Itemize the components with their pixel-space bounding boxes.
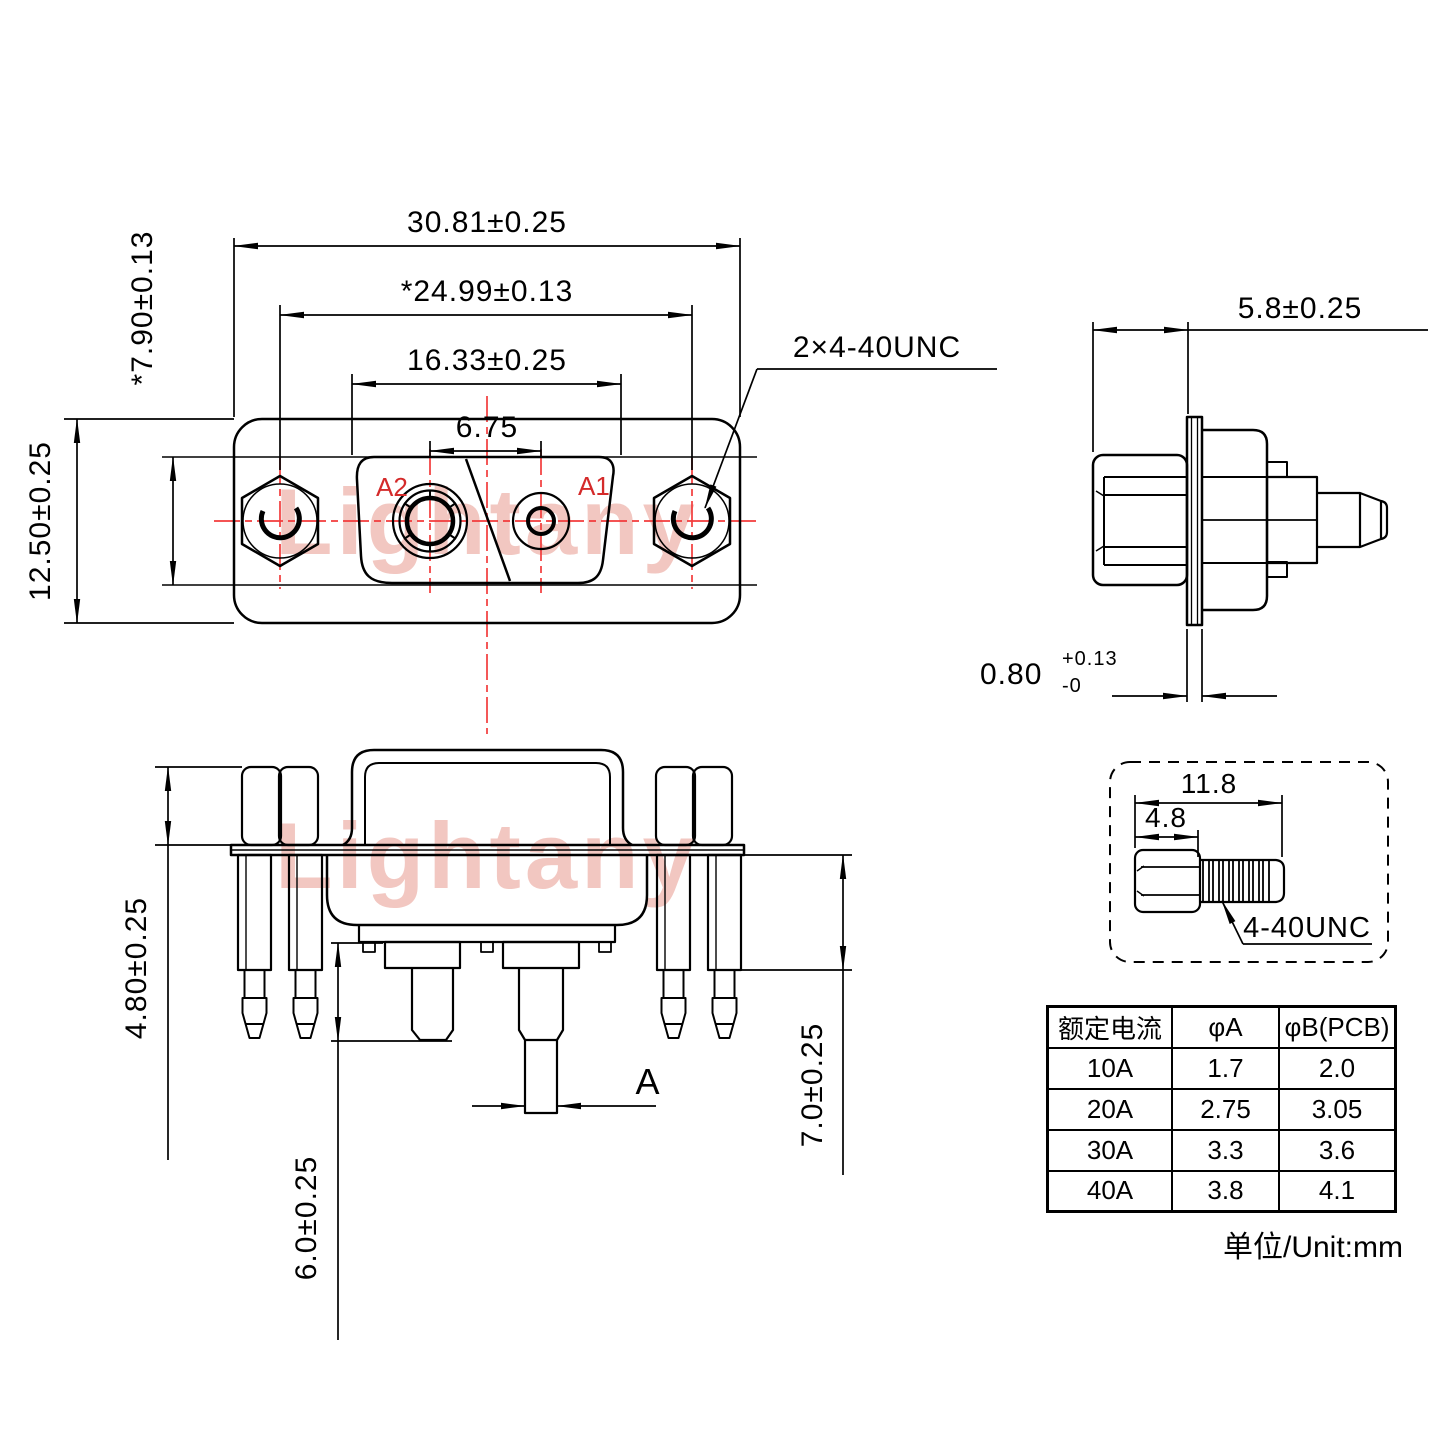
spec-row-20a: 20A 2.75 3.05 (1046, 1087, 1397, 1131)
screw-thread (1200, 858, 1286, 904)
side-hex-nut (1091, 453, 1189, 587)
dim-screw-length (741, 854, 852, 1175)
dim-text-pin-diameter: A (635, 1061, 660, 1102)
dim-opening-width (351, 374, 622, 455)
dim-text-standoff-height: 4.80±0.25 (120, 897, 153, 1039)
spec-table-header-row: 额定电流 φA φB(PCB) (1046, 1005, 1397, 1049)
screw-thread-leader (1221, 900, 1372, 945)
dim-text-pin-length: 6.0±0.25 (290, 1156, 323, 1281)
socket-a2 (391, 482, 469, 560)
screw-thread-label: 4-40UNC (1243, 912, 1371, 944)
side-body (1202, 428, 1319, 612)
dim-text-mounting-pitch: *24.99±0.13 (401, 275, 574, 308)
dim-pin-length (331, 942, 452, 1340)
dim-text-overall-width: 30.81±0.25 (407, 206, 567, 239)
dim-standoff-height (155, 766, 242, 1160)
side-contact-pin (1317, 491, 1389, 549)
thread-callout-text: 2×4-40UNC (793, 331, 961, 364)
screw-detail (1109, 761, 1389, 963)
side-view (1091, 322, 1428, 702)
contact-pin-a2 (410, 968, 455, 1042)
spec-header-dia-b: φB(PCB) (1278, 1005, 1397, 1049)
opening-divider (464, 458, 512, 582)
dsub-opening (355, 455, 615, 585)
screw-posts (236, 853, 743, 972)
side-flange (1185, 415, 1204, 627)
bottom-body (325, 855, 649, 970)
dim-text-opening-height: *7.90±0.13 (126, 231, 159, 386)
dim-mounting-pitch (279, 305, 693, 470)
dim-text-screw-total-length: 11.8 (1181, 768, 1237, 799)
dim-contact-pitch (429, 441, 542, 457)
front-hex-nut-left (240, 474, 320, 568)
dim-text-flange-thickness: 0.80 (980, 658, 1042, 691)
spec-row-30a: 30A 3.3 3.6 (1046, 1128, 1397, 1172)
dim-screw-body-length (1134, 830, 1199, 857)
spec-table: 额定电流 φA φB(PCB) 10A 1.7 2.0 20A 2.75 3.0… (1046, 1005, 1397, 1213)
boardlock-pins (241, 970, 738, 1039)
dim-overall-width (233, 238, 741, 417)
socket-a1 (511, 491, 571, 551)
dim-text-screw-body-length: 4.8 (1145, 802, 1187, 833)
spec-header-current: 额定电流 (1046, 1005, 1173, 1049)
dim-flange-thickness (1112, 629, 1277, 702)
spec-row-10a: 10A 1.7 2.0 (1046, 1046, 1397, 1090)
dim-text-contact-pitch: 6.75 (456, 411, 518, 444)
thread-callout-leader (704, 368, 997, 509)
bottom-shell (342, 748, 633, 847)
bottom-flange (229, 843, 746, 857)
bottom-view (155, 748, 852, 1340)
dim-text-flange-tol-plus: +0.13 (1062, 648, 1118, 670)
dim-text-opening-width: 16.33±0.25 (407, 344, 567, 377)
dim-text-overall-height: 12.50±0.25 (24, 441, 57, 601)
screw-standoff-body (1133, 848, 1202, 914)
label-a1: A1 (578, 471, 610, 501)
front-shell-outline (232, 417, 742, 625)
dim-text-depth: 5.8±0.25 (1238, 292, 1363, 325)
spec-row-40a: 40A 3.8 4.1 (1046, 1169, 1397, 1213)
label-a2: A2 (376, 472, 408, 502)
screw-detail-frame (1109, 761, 1389, 963)
dim-text-flange-tol-minus: -0 (1062, 675, 1082, 697)
dim-overall-height (64, 418, 234, 624)
contact-pin-a1 (517, 968, 565, 1115)
unit-note: 单位/Unit:mm (1223, 1231, 1403, 1264)
dim-text-screw-length: 7.0±0.25 (796, 1023, 829, 1148)
front-hex-nut-right (652, 474, 732, 568)
dim-depth (1092, 322, 1428, 452)
front-view (64, 238, 997, 734)
spec-header-dia-a: φA (1171, 1005, 1280, 1049)
